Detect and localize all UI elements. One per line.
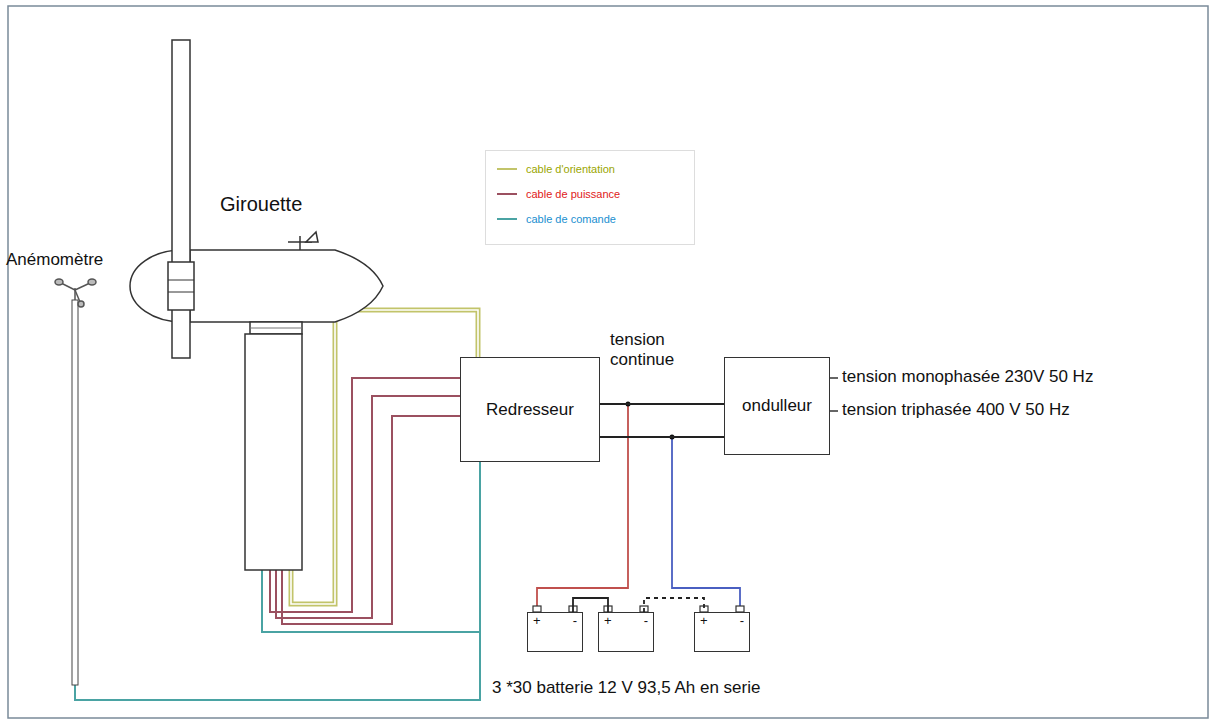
legend-line-sample [496, 161, 518, 177]
component-label: Anémomètre [6, 250, 103, 270]
legend-line-sample [497, 193, 517, 195]
anemometer-cups [78, 301, 84, 307]
output-label: tension triphasée 400 V 50 Hz [842, 400, 1070, 420]
legend-box: cable d'orientation cable de puissance cab… [485, 150, 695, 245]
box-title: ondulleur [742, 396, 812, 416]
legend-entry: cable d'orientation [496, 161, 615, 177]
anemometer-cups [55, 279, 63, 285]
anemometer-cups [75, 290, 80, 302]
battery: +- [527, 612, 583, 652]
dc-bus-wire [600, 436, 724, 438]
orientation-cable [291, 310, 478, 604]
legend-line-sample [497, 218, 517, 220]
power-cable [276, 396, 460, 618]
legend-line-sample [496, 186, 518, 202]
control-cable [75, 632, 480, 700]
component-label: Girouette [220, 193, 302, 216]
legend-text: cable de puissance [526, 188, 620, 200]
hub-line [168, 292, 194, 293]
rectifier-box: Redresseur [460, 357, 600, 462]
terminal-sign: + [533, 614, 541, 629]
output-label: tension monophasée 230V 50 Hz [842, 367, 1093, 387]
legend-text: cable d'orientation [526, 163, 615, 175]
terminal-sign: - [573, 614, 577, 629]
nacelle [190, 250, 383, 322]
anemometer-cups [55, 279, 96, 307]
output-wire [830, 377, 838, 379]
dc-bus-wire [600, 403, 724, 405]
battery-link [644, 598, 704, 612]
battery-link [573, 598, 608, 612]
orientation-cable [291, 310, 478, 604]
legend-text: cable de comande [526, 213, 616, 225]
anemometer-pole [72, 300, 78, 685]
wind-vane [299, 236, 301, 250]
terminal-sign: - [740, 614, 744, 629]
battery: +- [694, 612, 750, 652]
terminal-sign: + [604, 614, 612, 629]
wind-vane [306, 232, 318, 242]
frame [8, 6, 1208, 718]
anemometer-cups [61, 283, 75, 290]
wind-vane [288, 232, 318, 250]
battery-negative-wire [672, 437, 740, 606]
output-wire [830, 410, 838, 412]
anemometer-cups [88, 279, 96, 285]
yaw-bearing [250, 322, 302, 334]
battery: +- [598, 612, 654, 652]
terminal-sign: - [644, 614, 648, 629]
inverter-box: ondulleur [724, 357, 830, 455]
hub [168, 262, 194, 310]
hub-line [168, 280, 194, 281]
tower [245, 334, 302, 570]
box-title: Redresseur [486, 400, 574, 420]
battery-caption: 3 *30 batterie 12 V 93,5 Ah en serie [492, 678, 760, 698]
power-cable [282, 416, 460, 624]
orientation-cable [291, 310, 478, 604]
legend-entry: cable de comande [496, 211, 616, 227]
legend-line-sample [497, 168, 517, 170]
voltage-label: tension continue [610, 330, 694, 369]
legend-entry: cable de puissance [496, 186, 620, 202]
terminal-sign: + [700, 614, 708, 629]
anemometer-cups [75, 283, 90, 290]
yaw-bearing-line [250, 328, 302, 329]
legend-line-sample [496, 211, 518, 227]
